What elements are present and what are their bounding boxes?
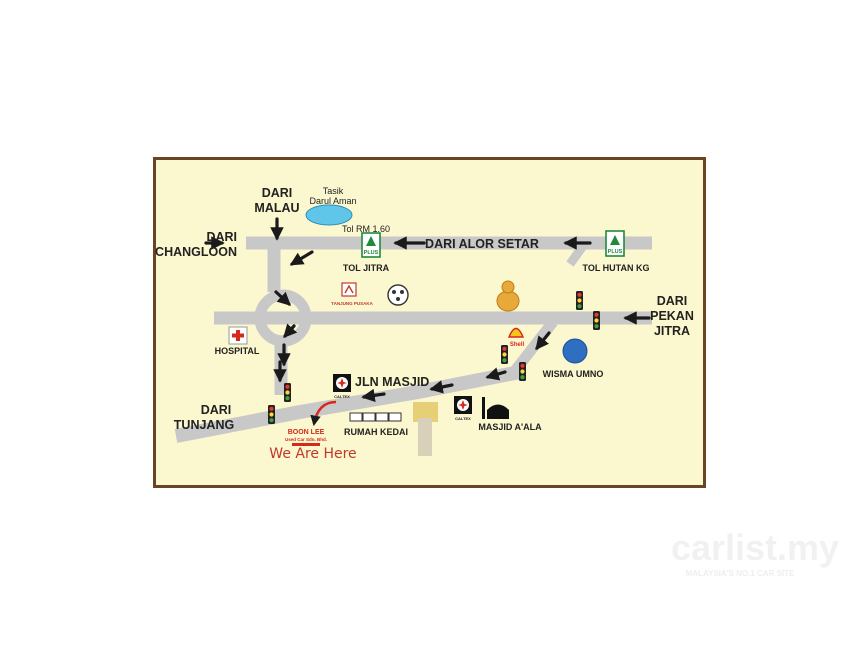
arrow-jln-masjid-3 <box>361 388 386 403</box>
label-rumah-kedai: RUMAH KEDAI <box>344 427 408 437</box>
label-we-are-here: We Are Here <box>269 446 356 462</box>
label-dari-tunjang-2: TUNJANG <box>174 418 234 432</box>
traffic-light-icon <box>284 383 291 402</box>
lake-shape <box>305 204 353 226</box>
traffic-light-icon <box>593 311 600 330</box>
arrow-shell-branch <box>535 331 551 351</box>
location-pointer-icon <box>310 400 337 427</box>
label-dari-pekan-1: DARI <box>657 294 688 308</box>
direction-arrows <box>204 217 651 403</box>
label-dari-pekan-3: JITRA <box>654 324 690 338</box>
mosque-icon <box>482 397 509 419</box>
wisma-umno-icon <box>562 338 588 364</box>
shell-station-icon <box>507 327 525 338</box>
arrow-to-roundabout <box>289 250 314 266</box>
label-shell: Shell <box>510 342 525 348</box>
svg-text:PLUS: PLUS <box>364 250 379 256</box>
label-dari-changloon-1: DARI <box>206 230 237 244</box>
carlist-watermark: carlist.my MALAYSIA'S NO.1 CAR SITE <box>671 527 839 578</box>
tanjung-pusaka-icon <box>341 282 357 297</box>
ornament-icon <box>387 284 409 306</box>
svg-text:MALAYSIA'S NO.1 CAR SITE: MALAYSIA'S NO.1 CAR SITE <box>686 569 795 578</box>
label-wisma-umno: WISMA UMNO <box>543 369 604 379</box>
label-tasik-1: Tasik <box>323 186 344 196</box>
label-tasik-2: Darul Aman <box>309 196 356 206</box>
arrow-jln-masjid-1 <box>485 367 507 381</box>
road-hutan-kg-ramp <box>566 243 587 267</box>
label-dari-pekan-2: PEKAN <box>650 309 694 323</box>
hospital-icon <box>228 326 248 345</box>
plus-toll-jitra-icon: PLUS <box>361 232 381 258</box>
label-masjid-aala: MASJID A'ALA <box>478 422 542 432</box>
label-toll-price: Tol RM 1.60 <box>342 224 390 234</box>
label-dari-malau-2: MALAU <box>254 201 299 215</box>
shophouses-icon <box>349 412 402 422</box>
traffic-light-icon <box>519 362 526 381</box>
boon-lee-logo: BOON LEE Used Car Sdn. Bhd. <box>285 429 327 446</box>
traffic-light-icon <box>576 291 583 310</box>
arrow-jln-masjid-2 <box>429 380 454 394</box>
label-dari-changloon-2: CHANGLOON <box>155 245 237 259</box>
plus-toll-hutankg-icon: PLUS <box>605 230 625 257</box>
golden-statue-icon <box>496 280 520 312</box>
label-tol-hutankg: TOL HUTAN KG <box>583 263 650 273</box>
label-dari-alor-setar: DARI ALOR SETAR <box>425 237 539 251</box>
svg-text:carlist.my: carlist.my <box>671 527 839 568</box>
traffic-lights <box>268 291 600 424</box>
blurred-landmark-icon <box>413 402 438 456</box>
label-hospital: HOSPITAL <box>215 346 260 356</box>
svg-text:PLUS: PLUS <box>608 249 623 255</box>
label-dari-tunjang-1: DARI <box>201 403 232 417</box>
traffic-light-icon <box>268 405 275 424</box>
caltex-station-icon <box>454 396 472 414</box>
caltex-station-icon <box>333 374 351 392</box>
traffic-light-icon <box>501 345 508 364</box>
label-tol-jitra: TOL JITRA <box>343 263 390 273</box>
label-tanjung-pusaka: TANJUNG PUSAKA <box>331 301 373 306</box>
svg-text:BOON LEE: BOON LEE <box>288 429 325 436</box>
label-caltex-1: CALTEX <box>334 394 350 399</box>
label-caltex-2: CALTEX <box>455 416 471 421</box>
arrow-roundabout-entry <box>274 290 291 306</box>
label-jln-masjid: JLN MASJID <box>355 375 429 389</box>
arrow-roundabout-exit <box>283 323 298 338</box>
road-jln-masjid <box>174 365 522 443</box>
label-dari-malau-1: DARI <box>262 186 293 200</box>
svg-text:Used Car Sdn. Bhd.: Used Car Sdn. Bhd. <box>285 437 327 442</box>
map-labels: DARI MALAU Tasik Darul Aman Tol RM 1.60 … <box>155 186 694 462</box>
